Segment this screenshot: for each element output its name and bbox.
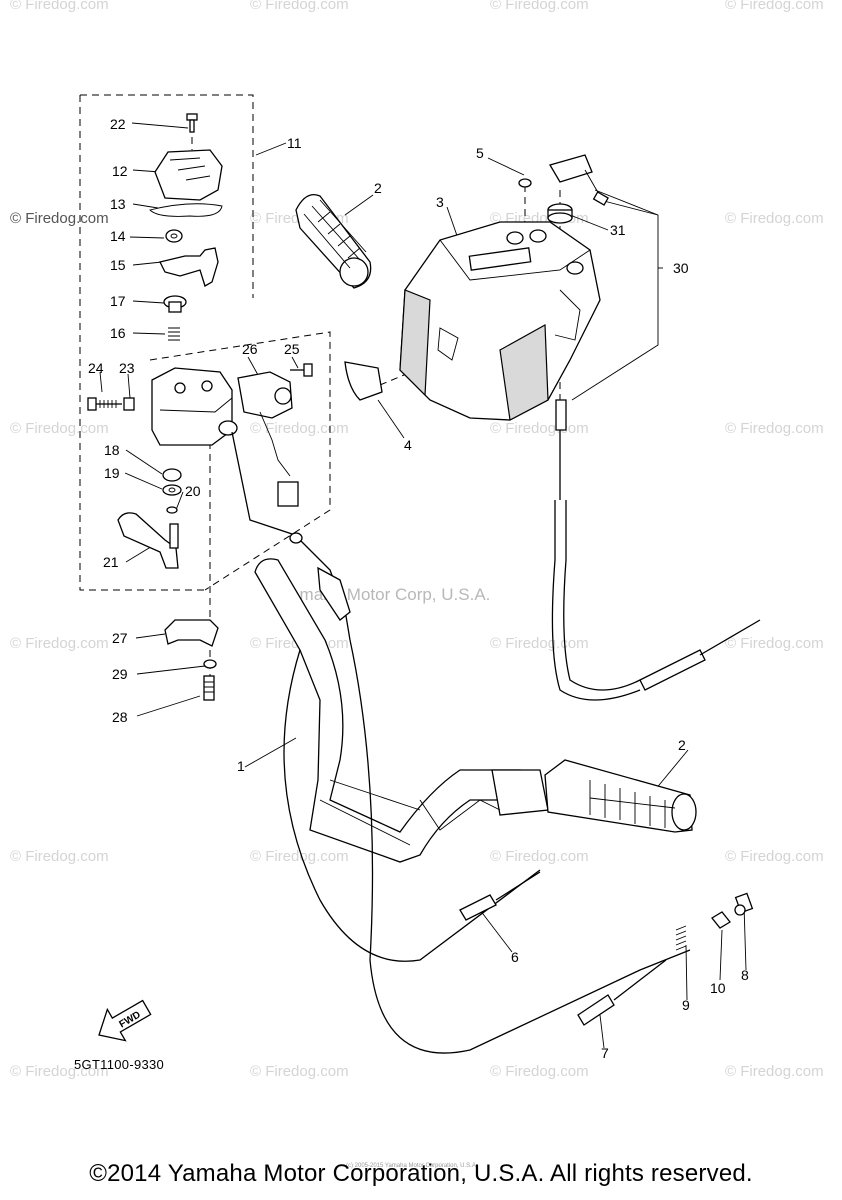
callout-2: 2 bbox=[374, 180, 382, 196]
callout-21: 21 bbox=[103, 554, 119, 570]
watermark: © Firedog.com bbox=[725, 210, 824, 227]
spring-9 bbox=[675, 925, 687, 951]
callout-18: 18 bbox=[104, 442, 120, 458]
fine-print: (c) 2005-2015 Yamaha Motor Corporation, … bbox=[346, 1163, 478, 1169]
copyright-footer: ©2014 Yamaha Motor Corporation, U.S.A. A… bbox=[89, 1160, 753, 1187]
spring-16 bbox=[168, 327, 180, 341]
callouts: 1 2 2 3 4 5 6 7 8 9 10 11 12 13 14 15 16… bbox=[88, 116, 749, 1061]
callout-2: 2 bbox=[678, 737, 686, 753]
watermark: © Firedog.com bbox=[10, 848, 109, 865]
watermark: © Firedog.com bbox=[725, 420, 824, 437]
callout-9: 9 bbox=[682, 997, 690, 1013]
callout-7: 7 bbox=[601, 1045, 609, 1061]
plug-5 bbox=[518, 178, 532, 188]
watermark: © Firedog.com bbox=[10, 1063, 109, 1080]
screw-25 bbox=[290, 363, 313, 377]
callout-10: 10 bbox=[710, 980, 726, 996]
callout-1: 1 bbox=[237, 758, 245, 774]
bushing-17 bbox=[163, 295, 187, 313]
cover-3 bbox=[399, 221, 601, 421]
fwd-arrow-icon: FWD bbox=[98, 999, 152, 1042]
watermark: © Firedog.com bbox=[490, 1063, 589, 1080]
callout-17: 17 bbox=[110, 293, 126, 309]
watermark: © Firedog.com bbox=[725, 0, 824, 13]
grip-2-upper bbox=[295, 193, 372, 289]
throttle-housing bbox=[151, 367, 238, 446]
watermark: © Firedog.com bbox=[725, 635, 824, 652]
callout-5: 5 bbox=[476, 145, 484, 161]
washers-18-20 bbox=[162, 468, 182, 514]
block-10 bbox=[711, 911, 731, 929]
watermark: © Firedog.com bbox=[490, 848, 589, 865]
cables-6-7 bbox=[283, 639, 691, 1054]
lens-4 bbox=[344, 361, 383, 401]
callout-31: 31 bbox=[610, 222, 626, 238]
bolt-28 bbox=[203, 675, 215, 701]
watermark: © Firedog.com bbox=[250, 848, 349, 865]
sensor-30 bbox=[549, 154, 609, 206]
nut-23 bbox=[123, 397, 135, 411]
callout-14: 14 bbox=[110, 228, 126, 244]
watermark: © Firedog.com bbox=[490, 0, 589, 13]
throttle-lever-21 bbox=[117, 512, 179, 569]
callout-27: 27 bbox=[112, 630, 128, 646]
callout-25: 25 bbox=[284, 341, 300, 357]
callout-12: 12 bbox=[112, 163, 128, 179]
switch-26 bbox=[237, 371, 299, 507]
watermark: © Firedog.com bbox=[10, 210, 109, 227]
grommet-31 bbox=[547, 203, 573, 224]
bolt-24 bbox=[87, 397, 122, 411]
callout-26: 26 bbox=[242, 341, 258, 357]
throttle-cable-upper bbox=[231, 431, 351, 641]
gasket-13 bbox=[149, 203, 223, 217]
callout-3: 3 bbox=[436, 194, 444, 210]
speedometer-cable bbox=[551, 399, 761, 701]
watermark: © Firedog.com bbox=[250, 0, 349, 13]
lever-15 bbox=[159, 247, 219, 287]
watermark: © Firedog.com bbox=[10, 420, 109, 437]
handlebar-1 bbox=[254, 558, 549, 863]
callout-11: 11 bbox=[287, 135, 302, 151]
callout-16: 16 bbox=[110, 325, 126, 341]
callout-24: 24 bbox=[88, 360, 104, 376]
callout-13: 13 bbox=[110, 196, 126, 212]
callout-6: 6 bbox=[511, 949, 519, 965]
callout-20: 20 bbox=[185, 483, 201, 499]
watermark: © Firedog.com bbox=[725, 848, 824, 865]
callout-19: 19 bbox=[104, 465, 120, 481]
switch-cover-12 bbox=[154, 149, 223, 201]
callout-30: 30 bbox=[673, 260, 689, 276]
screw-22 bbox=[186, 113, 198, 133]
watermark: © Firedog.com bbox=[250, 420, 349, 437]
diagram-code: 5GT1100-9330 bbox=[74, 1057, 165, 1072]
switch-assembly-box bbox=[79, 94, 331, 591]
callout-4: 4 bbox=[404, 437, 412, 453]
nut-14 bbox=[165, 229, 183, 243]
callout-23: 23 bbox=[119, 360, 135, 376]
callout-8: 8 bbox=[741, 967, 749, 983]
callout-29: 29 bbox=[112, 666, 128, 682]
watermark: © Firedog.com bbox=[10, 635, 109, 652]
grip-2-lower bbox=[544, 759, 697, 833]
callout-28: 28 bbox=[112, 709, 128, 725]
watermark: © Firedog.com bbox=[250, 1063, 349, 1080]
washer-29 bbox=[203, 659, 217, 669]
callout-15: 15 bbox=[110, 257, 126, 273]
adjuster-8 bbox=[734, 892, 754, 916]
clamp-27 bbox=[164, 619, 219, 647]
callout-22: 22 bbox=[110, 116, 126, 132]
watermark: © Firedog.com bbox=[10, 0, 109, 13]
watermark: © Firedog.com bbox=[725, 1063, 824, 1080]
